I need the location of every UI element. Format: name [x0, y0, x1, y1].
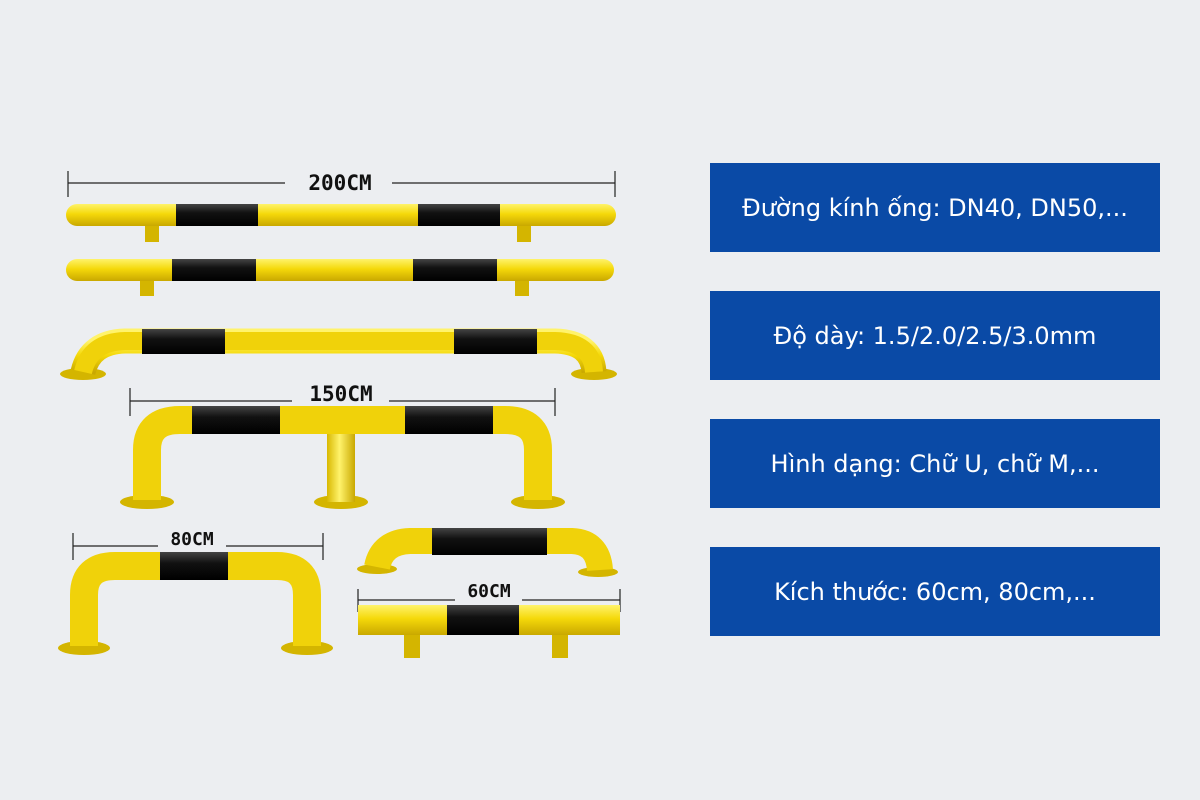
- dimension-label-60cm: 60CM: [467, 581, 511, 602]
- dimension-label-80cm: 80CM: [170, 529, 214, 550]
- dimension-line-150cm: [129, 388, 556, 416]
- dimension-line-200cm: [67, 171, 616, 197]
- straight-bar-200cm-a: [66, 204, 616, 242]
- dimension-line-80cm: [72, 533, 324, 560]
- dimension-label-150cm: 150CM: [309, 382, 372, 406]
- straight-bar-60cm: [358, 605, 620, 658]
- spec-size: Kích thước: 60cm, 80cm,...: [710, 547, 1160, 636]
- dimension-label-200cm: 200CM: [308, 171, 371, 195]
- low-u-bar: [60, 328, 617, 380]
- guard-rail-illustration: 200CM 150CM: [58, 171, 621, 658]
- m-bar-150cm: [120, 406, 565, 509]
- u-bar-80cm: [58, 552, 333, 655]
- small-u-bar: [357, 528, 618, 577]
- spec-panel: Đường kính ống: DN40, DN50,... Độ dày: 1…: [710, 163, 1160, 675]
- straight-bar-200cm-b: [66, 259, 614, 296]
- spec-diameter: Đường kính ống: DN40, DN50,...: [710, 163, 1160, 252]
- spec-thickness: Độ dày: 1.5/2.0/2.5/3.0mm: [710, 291, 1160, 380]
- spec-shape: Hình dạng: Chữ U, chữ M,...: [710, 419, 1160, 508]
